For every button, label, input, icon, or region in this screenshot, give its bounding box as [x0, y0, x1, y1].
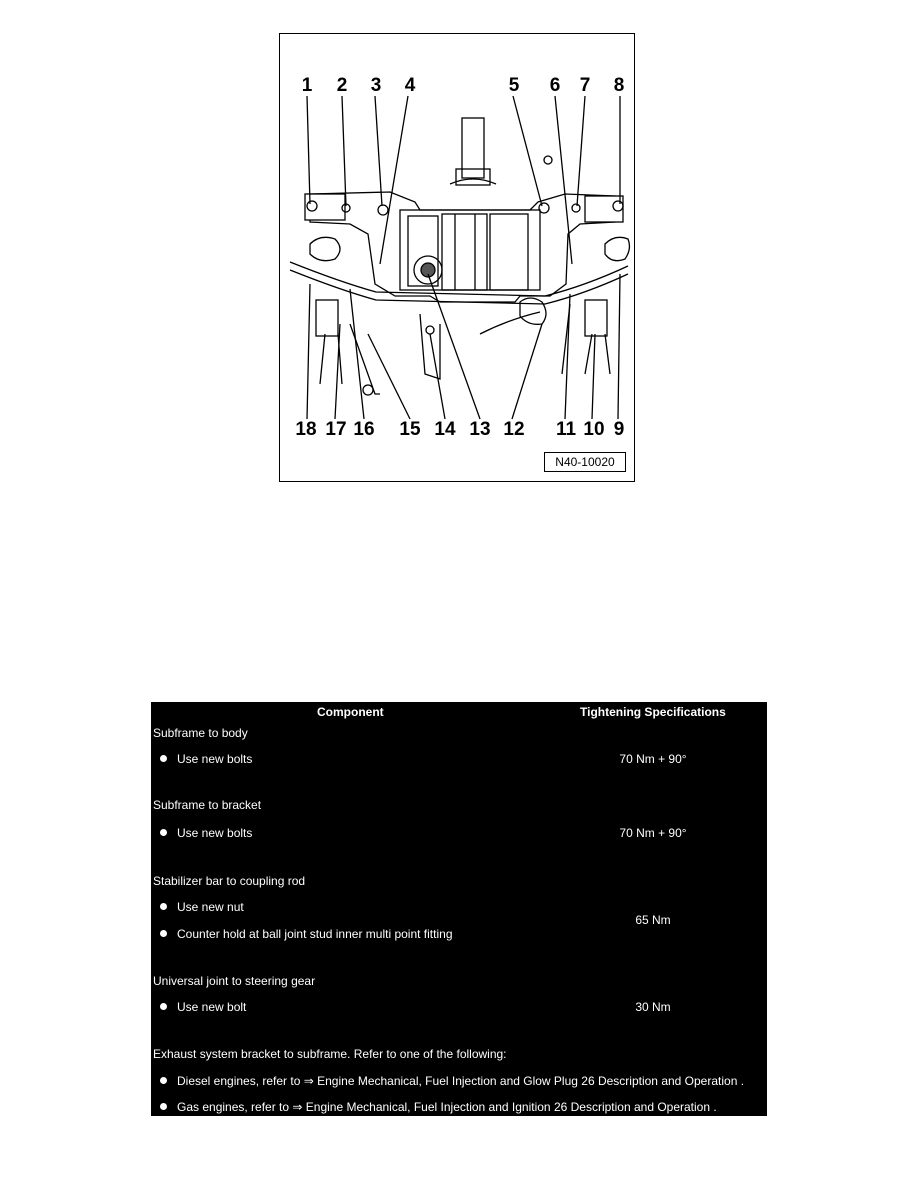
bullet-text: Gas engines, refer to ⇒ Engine Mechanica… [177, 1100, 717, 1114]
group-title: Stabilizer bar to coupling rod [151, 874, 767, 892]
callout-4: 4 [404, 75, 416, 96]
callout-6: 6 [549, 75, 561, 96]
spec-value: 30 Nm [635, 1000, 671, 1014]
tightening-specs-table: Component Tightening Specifications Subf… [151, 702, 767, 1116]
bullet-icon [160, 1077, 167, 1084]
callout-12: 12 [503, 419, 525, 440]
callout-1: 1 [301, 75, 313, 96]
bullet-icon [160, 903, 167, 910]
bullet-row: Use new bolt [151, 1000, 767, 1018]
callout-3: 3 [370, 75, 382, 96]
spec-value: 70 Nm + 90° [619, 752, 687, 766]
callout-17: 17 [325, 419, 347, 440]
callout-7: 7 [579, 75, 591, 96]
bullet-text: Use new nut [177, 900, 244, 914]
bullet-text: Diesel engines, refer to ⇒ Engine Mechan… [177, 1074, 745, 1088]
bullet-row: Use new bolts [151, 826, 767, 844]
group-title-text: Stabilizer bar to coupling rod [153, 874, 306, 888]
bullet-text: Use new bolts [177, 752, 253, 766]
exploded-view-figure: 1 2 3 4 5 6 7 8 18 17 16 15 14 13 12 11 … [279, 33, 635, 482]
callout-10: 10 [583, 419, 605, 440]
bullet-text: Use new bolts [177, 826, 253, 840]
callout-14: 14 [434, 419, 456, 440]
bullet-icon [160, 1103, 167, 1110]
bullet-text: Use new bolt [177, 1000, 247, 1014]
callout-15: 15 [399, 419, 421, 440]
group-title-text: Subframe to body [153, 726, 248, 740]
group-title-text: Subframe to bracket [153, 798, 262, 812]
figure-id-label: N40-10020 [544, 452, 626, 472]
callout-8: 8 [613, 75, 625, 96]
callout-18: 18 [295, 419, 317, 440]
bullet-row: Use new bolts [151, 752, 767, 770]
bullet-row: Gas engines, refer to ⇒ Engine Mechanica… [151, 1100, 767, 1118]
bullet-row: Use new nut [151, 900, 767, 918]
subframe-illustration [289, 95, 631, 420]
bullet-icon [160, 1003, 167, 1010]
bullet-row: Counter hold at ball joint stud inner mu… [151, 927, 767, 945]
group-title: Subframe to bracket [151, 798, 767, 816]
bullet-text: Counter hold at ball joint stud inner mu… [177, 927, 453, 941]
group-title: Exhaust system bracket to subframe. Refe… [151, 1047, 767, 1065]
callout-5: 5 [508, 75, 520, 96]
group-title: Subframe to body [151, 726, 767, 744]
spec-value: 65 Nm [635, 913, 671, 927]
callout-13: 13 [469, 419, 491, 440]
callout-11: 11 [555, 419, 577, 440]
bullet-icon [160, 755, 167, 762]
bullet-row: Diesel engines, refer to ⇒ Engine Mechan… [151, 1074, 767, 1092]
spec-value: 70 Nm + 90° [619, 826, 687, 840]
callout-9: 9 [613, 419, 625, 440]
callout-2: 2 [336, 75, 348, 96]
bullet-icon [160, 930, 167, 937]
bullet-icon [160, 829, 167, 836]
callout-16: 16 [353, 419, 375, 440]
group-title: Universal joint to steering gear [151, 974, 767, 992]
header-component: Component [317, 705, 384, 719]
group-title-text: Exhaust system bracket to subframe. Refe… [153, 1047, 507, 1061]
group-title-text: Universal joint to steering gear [153, 974, 316, 988]
header-tightening-specs: Tightening Specifications [580, 705, 726, 719]
